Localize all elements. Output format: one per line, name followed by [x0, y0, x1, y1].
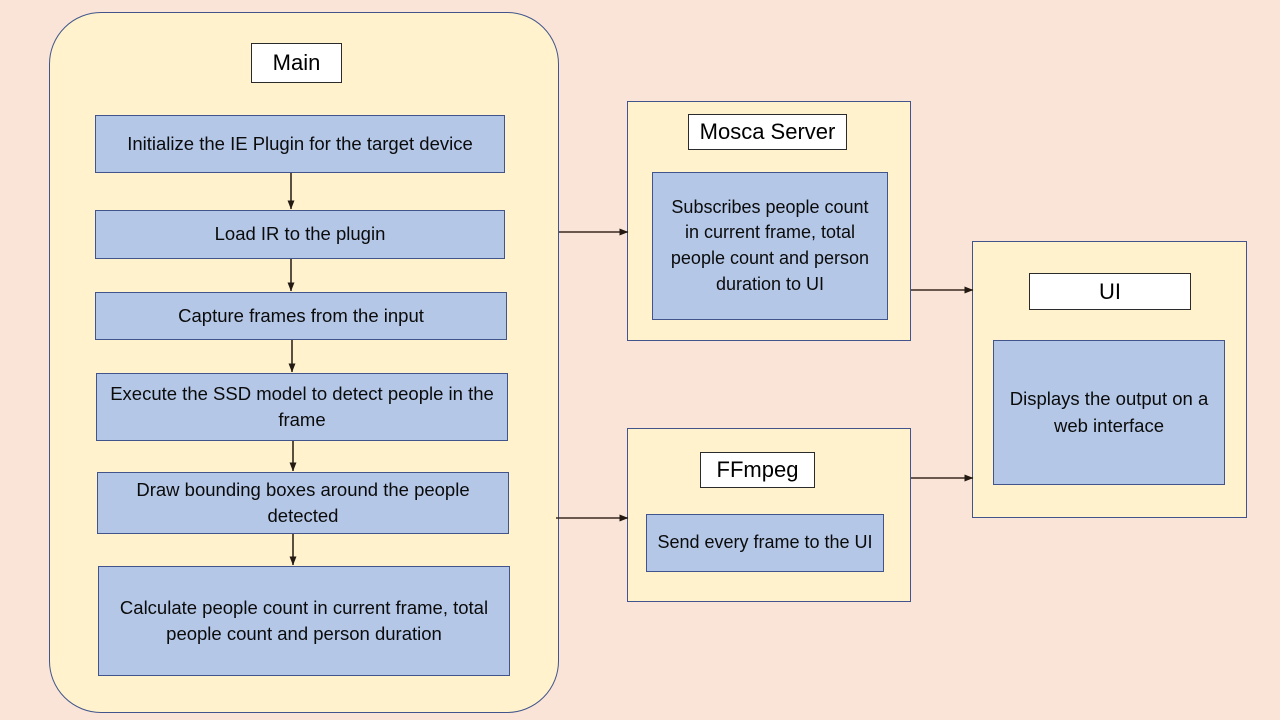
main-step-3[interactable]: Capture frames from the input	[95, 292, 507, 340]
main-step-4[interactable]: Execute the SSD model to detect people i…	[96, 373, 508, 441]
group-ui-title: UI	[1029, 273, 1191, 310]
main-step-5[interactable]: Draw bounding boxes around the people de…	[97, 472, 509, 534]
mosca-step-1[interactable]: Subscribes people count in current frame…	[652, 172, 888, 320]
ffmpeg-step-1[interactable]: Send every frame to the UI	[646, 514, 884, 572]
group-main-title: Main	[251, 43, 342, 83]
main-step-6[interactable]: Calculate people count in current frame,…	[98, 566, 510, 676]
main-step-2[interactable]: Load IR to the plugin	[95, 210, 505, 259]
group-ffmpeg-title: FFmpeg	[700, 452, 815, 488]
group-mosca-server-title: Mosca Server	[688, 114, 847, 150]
main-step-1[interactable]: Initialize the IE Plugin for the target …	[95, 115, 505, 173]
ui-step-1[interactable]: Displays the output on a web interface	[993, 340, 1225, 485]
